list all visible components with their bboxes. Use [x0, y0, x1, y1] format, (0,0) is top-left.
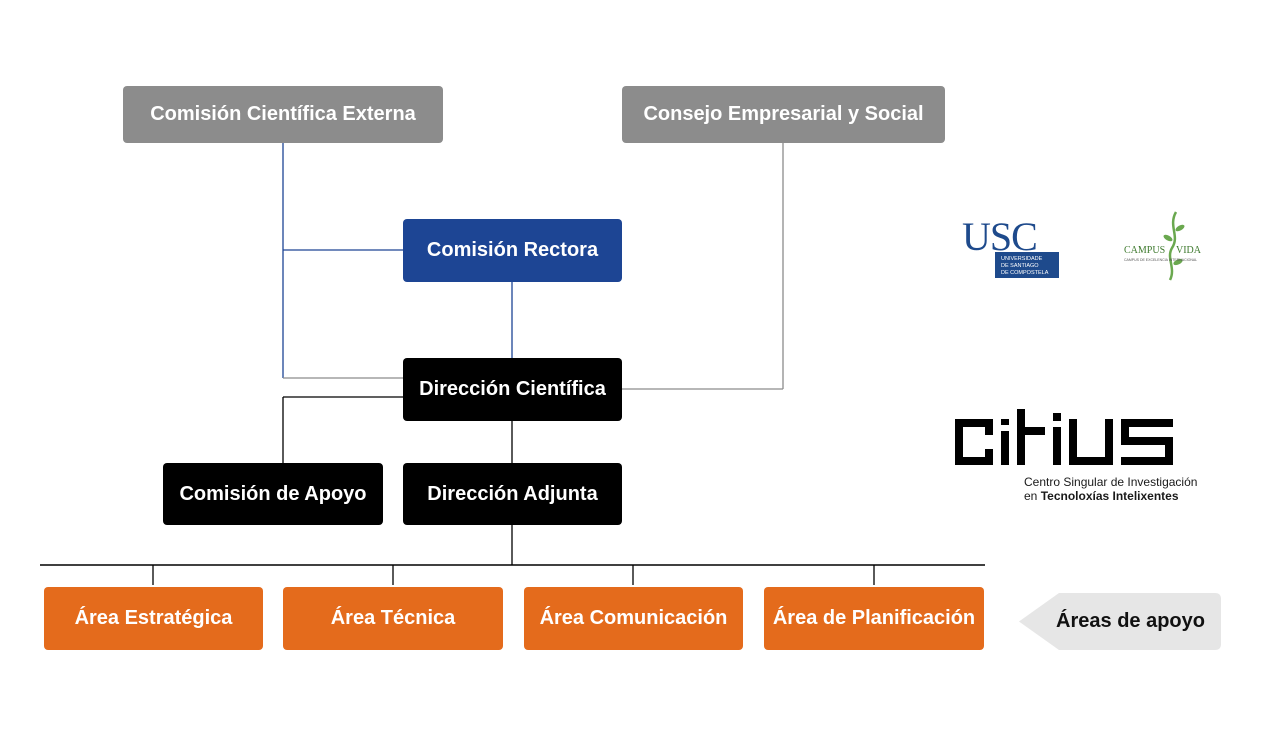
area-estrategica-label: Área Estratégica: [74, 607, 233, 629]
areas-apoyo-tag: Áreas de apoyo: [1019, 593, 1221, 650]
campus-vida-leaf-1: [1175, 224, 1185, 232]
area-planificacion-label: Área de Planificación: [772, 607, 976, 629]
campus-vida-sub: CAMPUS DE EXCELENCIA INTERNACIONAL: [1124, 258, 1197, 262]
citius-subtitle-prefix: en: [1024, 489, 1038, 503]
area-comunicacion-box: Área Comunicación: [524, 587, 743, 650]
citius-subtitle-line1: Centro Singular de Investigación: [1024, 475, 1198, 489]
tag-arrow-shape: [1019, 593, 1221, 650]
campus-vida-leaf-3: [1173, 258, 1183, 266]
usc-logo-band: [995, 252, 1059, 278]
direccion-cientifica-label: Dirección Científica: [419, 378, 606, 400]
area-planificacion-box: Área de Planificación: [764, 587, 984, 650]
campus-vida-leaf-2: [1163, 234, 1173, 242]
direccion-adjunta-label: Dirección Adjunta: [427, 482, 598, 505]
consejo-empresarial-social-label: Consejo Empresarial y Social: [643, 103, 924, 125]
usc-logo-line3: DE COMPOSTELA: [1001, 270, 1049, 276]
usc-logo-letters: USC: [962, 214, 1037, 259]
comision-rectora-label: Comisión Rectora: [426, 239, 599, 261]
areas-apoyo-label: Áreas de apoyo: [1056, 610, 1205, 632]
comision-apoyo-box: Comisión de Apoyo: [163, 463, 383, 525]
citius-logo: [955, 409, 1173, 465]
comision-apoyo-label: Comisión de Apoyo: [179, 482, 367, 505]
campus-vida-stem: [1168, 211, 1178, 281]
area-comunicacion-label: Área Comunicación: [539, 607, 728, 629]
comision-cientifica-externa-label: Comisión Científica Externa: [150, 103, 416, 125]
campus-vida-right: VIDA: [1176, 245, 1202, 256]
citius-subtitle-line2: en Tecnoloxías Intelixentes: [1024, 489, 1179, 503]
consejo-empresarial-social-box: Consejo Empresarial y Social: [622, 86, 945, 143]
area-estrategica-box: Área Estratégica: [44, 587, 263, 650]
direccion-adjunta-box: Dirección Adjunta: [403, 463, 622, 525]
usc-logo-line2: DE SANTIAGO: [1001, 263, 1039, 269]
direccion-cientifica-box: Dirección Científica: [403, 358, 622, 421]
campus-vida-logo: CAMPUS VIDA CAMPUS DE EXCELENCIA INTERNA…: [1124, 211, 1202, 281]
area-tecnica-label: Área Técnica: [330, 607, 456, 629]
citius-subtitle-bold: Tecnoloxías Intelixentes: [1040, 489, 1179, 503]
comision-rectora-box: Comisión Rectora: [403, 219, 622, 282]
campus-vida-left: CAMPUS: [1124, 245, 1165, 256]
area-tecnica-box: Área Técnica: [283, 587, 503, 650]
usc-logo: USC UNIVERSIDADE DE SANTIAGO DE COMPOSTE…: [962, 214, 1059, 278]
comision-cientifica-externa-box: Comisión Científica Externa: [123, 86, 443, 143]
usc-logo-line1: UNIVERSIDADE: [1001, 256, 1043, 262]
